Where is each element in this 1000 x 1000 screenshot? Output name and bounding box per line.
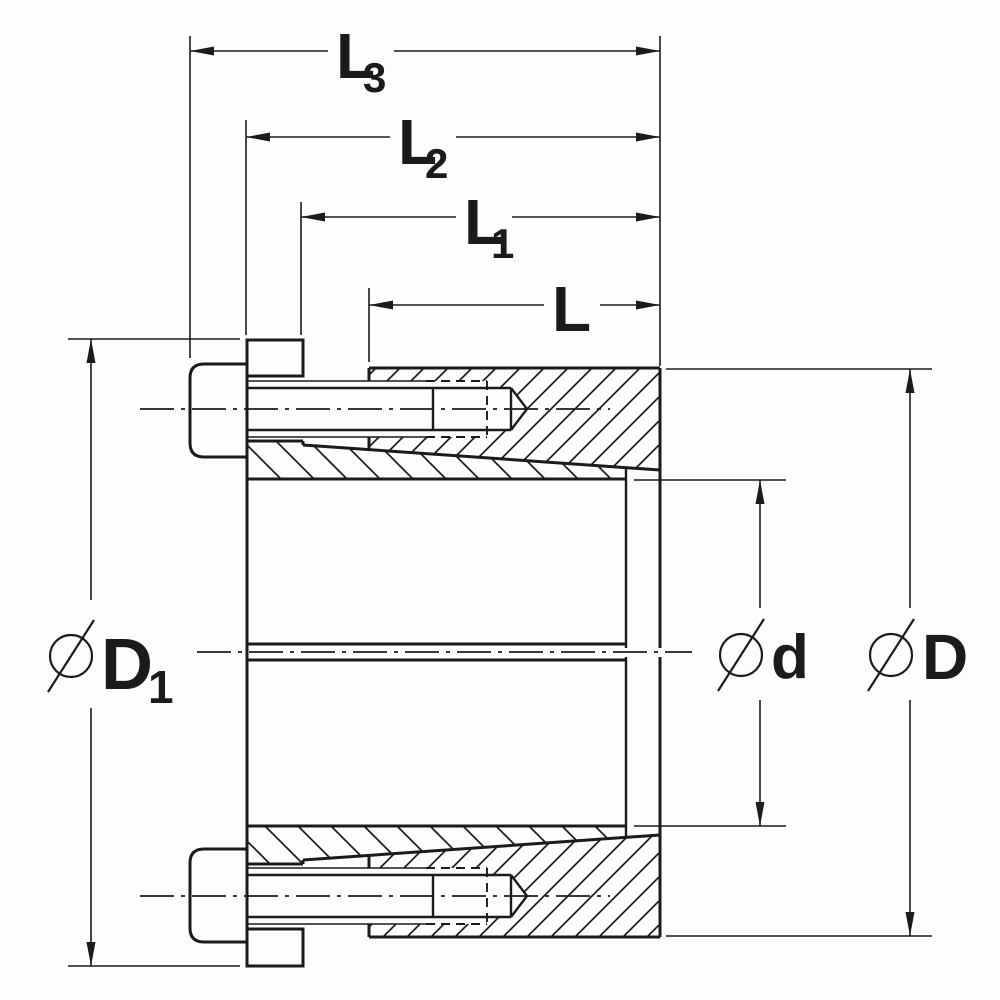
dimension-L2: L2 — [246, 106, 660, 187]
dimension-label-D1: D1 — [101, 625, 174, 713]
thread-hidden-line — [426, 380, 488, 438]
extension-lines-top — [189, 36, 661, 366]
dimension-D1: D1 — [47, 338, 240, 967]
dimension-label-L: L — [552, 273, 591, 345]
sleeve-lower — [247, 657, 661, 866]
dimension-label-d: d — [771, 623, 809, 692]
centerlines — [140, 408, 692, 897]
dimension-d: d — [634, 479, 809, 827]
diameter-icon — [867, 618, 915, 692]
thread-hidden-line — [426, 867, 488, 925]
bolt-lower — [188, 847, 529, 944]
sleeve-upper — [247, 439, 661, 648]
dimension-label-L1: L1 — [464, 186, 514, 267]
dimension-label-L3: L3 — [336, 20, 386, 101]
diameter-icon — [717, 618, 765, 692]
bolt-head — [188, 847, 249, 944]
dimension-label-D: D — [922, 621, 968, 693]
dimension-L3: L3 — [190, 20, 660, 101]
diameter-icon — [47, 619, 95, 693]
dimension-L: L — [369, 273, 660, 345]
hub-upper — [367, 366, 662, 648]
upper-half — [188, 338, 662, 648]
bolt-head — [188, 362, 249, 459]
dimension-label-L2: L2 — [398, 106, 448, 187]
dimension-L1: L1 — [301, 186, 660, 267]
dimensions: L3 L2 L1 L — [47, 20, 968, 967]
dimension-D: D — [666, 368, 968, 937]
hub-lower — [367, 657, 662, 939]
